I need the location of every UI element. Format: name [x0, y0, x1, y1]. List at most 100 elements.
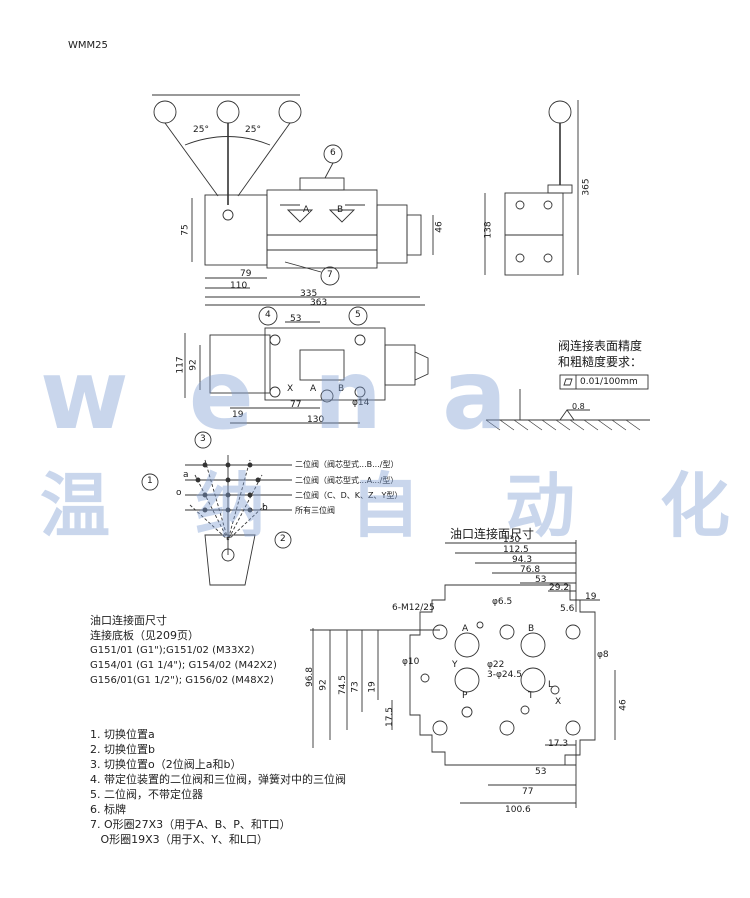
side-body: [504, 192, 564, 276]
ps-dim-46: 46: [618, 699, 629, 711]
drawing-code: WMM25: [68, 40, 108, 51]
watermark-char-1: 温: [40, 465, 110, 547]
callout-2-label: 2: [280, 534, 286, 544]
position-diagram: [141, 431, 292, 586]
ps-dim-17-3: 17.3: [548, 739, 569, 749]
dim-79: 79: [240, 269, 252, 279]
valve-body: [266, 189, 378, 269]
ps-dim-53: 53: [535, 575, 547, 585]
legend-line-4: 所有三位阀: [295, 506, 335, 515]
note-item-8: O形圈19X3（用于X、Y、和L口）: [90, 833, 269, 846]
note-item-7: 7. O形圈27X3（用于A、B、P、和T口）: [90, 818, 291, 831]
note-item-2: 2. 切换位置b: [90, 743, 155, 756]
ps-label-t: T: [528, 691, 534, 701]
ps-phi-6-5: φ6.5: [492, 597, 513, 607]
ps-label-b: B: [528, 624, 535, 634]
watermark-latin: wena: [40, 339, 567, 451]
ps-label-l: L: [548, 680, 554, 690]
dim-53: 53: [290, 314, 302, 324]
watermark-logo: wena: [40, 345, 720, 445]
note-item-1: 1. 切换位置a: [90, 728, 155, 741]
callout-3: [194, 431, 212, 449]
legend-line-1: 二位阀（阀芯型式...B.../型）: [295, 460, 399, 469]
callout-7-label: 7: [327, 270, 333, 280]
ps-thread: 6-M12/25: [392, 603, 435, 613]
ps-label-y: Y: [452, 660, 458, 670]
lever-housing: [204, 194, 268, 266]
ps-dim-96-8: 96.8: [305, 666, 316, 688]
dim-130: 130: [307, 415, 325, 425]
port-a: [454, 632, 480, 658]
surface-spec-line2: 和粗糙度要求：: [558, 355, 643, 369]
callout-5-label: 5: [355, 310, 361, 320]
ps-dim-100-6: 100.6: [505, 805, 531, 815]
port-b: [520, 632, 546, 658]
model-line-2: G154/01 (G1 1/4"); G154/02 (M42X2): [90, 660, 277, 671]
dim-phi14: φ14: [352, 398, 370, 408]
angle-right-label: 25°: [245, 125, 261, 135]
ps-dim-77: 77: [522, 787, 534, 797]
roughness-value: 0.8: [572, 402, 585, 411]
lever-ball-right: [278, 100, 302, 124]
ps-dim-19-vertical: 19: [367, 681, 378, 693]
callout-3-label: 3: [200, 434, 206, 444]
plan-view: [184, 306, 429, 424]
ps-dim-76-8: 76.8: [520, 565, 541, 575]
subplate-ref: 连接底板（见209页）: [90, 629, 199, 642]
dim-110: 110: [230, 281, 248, 291]
callout-4-label: 4: [265, 310, 271, 320]
watermark-char-3: 自: [350, 465, 420, 547]
dim-335: 335: [300, 289, 318, 299]
watermark-char-2: 纳: [195, 465, 265, 547]
watermark-char-5: 化: [660, 465, 730, 547]
callout-1: [141, 473, 159, 491]
front-view: [152, 94, 434, 306]
note-item-3: 3. 切换位置o（2位阀上a和b）: [90, 758, 242, 771]
position-o-label: o: [176, 488, 182, 498]
plan-x-label: X: [287, 384, 294, 394]
side-view: [484, 100, 579, 276]
callout-1-label: 1: [147, 476, 153, 486]
plan-b-label: B: [338, 384, 345, 394]
port-surface-drawing: [310, 540, 616, 808]
subplate-title: 油口连接面尺寸: [90, 614, 167, 627]
ps-dim-19: 19: [585, 592, 597, 602]
dim-363: 363: [310, 298, 328, 308]
callout-7: [320, 266, 340, 286]
note-item-5: 5. 二位阀，不带定位器: [90, 788, 203, 801]
ps-label-p: P: [462, 691, 468, 701]
ps-dim-73: 73: [350, 681, 361, 693]
ps-dim-112-5: 112.5: [503, 545, 529, 555]
dim-365: 365: [581, 178, 592, 196]
callout-4: [258, 306, 278, 326]
angle-left-label: 25°: [193, 125, 209, 135]
callout-6-label: 6: [330, 148, 336, 158]
model-line-1: G151/01 (G1");G151/02 (M33X2): [90, 645, 255, 656]
surface-spec-symbol: [485, 374, 650, 431]
ps-label-a: A: [462, 624, 469, 634]
dim-138: 138: [483, 221, 494, 239]
legend-items: 1. 切换位置a 2. 切换位置b 3. 切换位置o（2位阀上a和b） 4. 带…: [90, 727, 346, 847]
flatness-value: 0.01/100mm: [580, 377, 638, 387]
port-surface-title: 油口连接面尺寸: [450, 527, 535, 541]
ps-dim-53-bottom: 53: [535, 767, 547, 777]
note-item-4: 4. 带定位装置的二位阀和三位阀，弹簧对中的三位阀: [90, 773, 346, 786]
surface-spec-line1: 阀连接表面精度: [558, 339, 643, 353]
lever-ball-left: [153, 100, 177, 124]
dim-77: 77: [290, 400, 302, 410]
ps-phi-24-5: 3-φ24.5: [487, 670, 522, 680]
port-t: [520, 667, 546, 693]
dim-75: 75: [180, 224, 191, 236]
ps-label-x: X: [555, 697, 562, 707]
port-b-label: B: [337, 205, 344, 215]
watermark-char-4: 动: [505, 465, 575, 547]
ps-dim-94-3: 94.3: [512, 555, 533, 565]
port-a-label: A: [303, 205, 310, 215]
model-line-3: G156/01(G1 1/2"); G156/02 (M48X2): [90, 675, 274, 686]
position-a-label: a: [183, 470, 189, 480]
ps-dim-130: 130: [503, 535, 521, 545]
note-item-6: 6. 标牌: [90, 803, 126, 816]
ps-phi-8: φ8: [597, 650, 609, 660]
legend-line-2: 二位阀（阀芯型式...A.../型）: [295, 476, 399, 485]
